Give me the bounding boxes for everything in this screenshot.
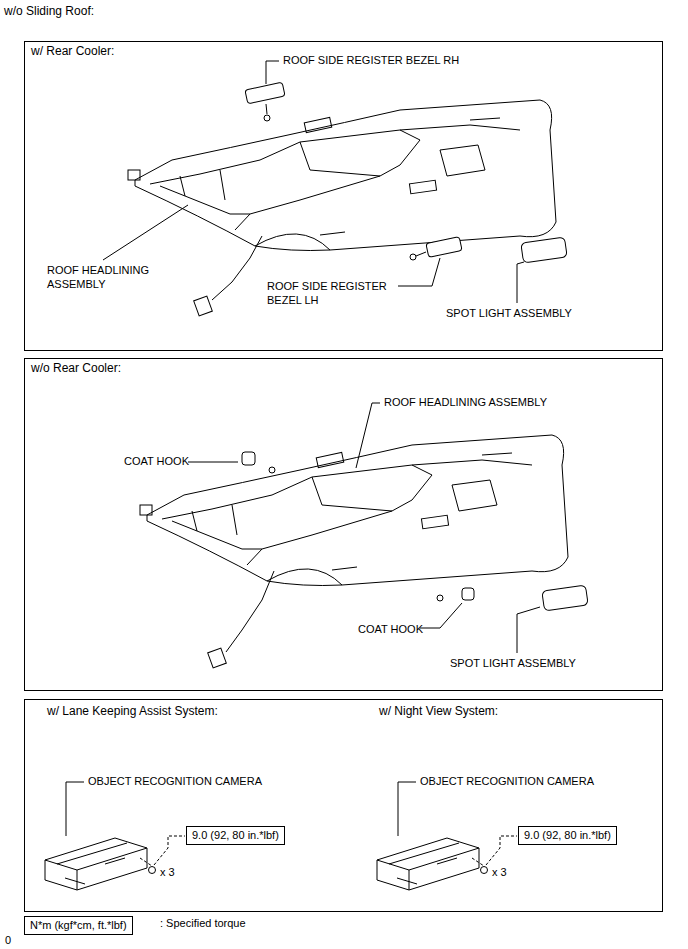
part-name: ROOF HEADLINING ASSEMBLY <box>384 396 547 410</box>
leader-line <box>517 607 540 653</box>
box-text: 9.0 (92, 80 in.*lbf) <box>187 827 284 844</box>
connector <box>208 648 227 668</box>
variant-panel: w/ Lane Keeping Assist System: w/ Night V… <box>24 699 663 912</box>
leader-line <box>66 782 84 836</box>
wire-harness <box>212 236 262 300</box>
camera-detail <box>45 843 147 890</box>
panel-heading: w/ Night View System: <box>379 705 498 719</box>
part-name: OBJECT RECOGNITION CAMERA <box>420 775 594 789</box>
register-bezel <box>426 237 462 258</box>
bolt-line <box>140 858 152 866</box>
leader-line <box>103 205 188 260</box>
camera-figure <box>377 838 479 890</box>
page-title: w/o Sliding Roof: <box>4 4 94 18</box>
wire-harness <box>226 571 274 652</box>
screw <box>269 467 275 473</box>
torque-leader <box>486 836 517 865</box>
screw <box>437 595 443 601</box>
leader-line <box>517 262 524 303</box>
screw-line <box>266 104 267 114</box>
camera-body <box>377 838 479 890</box>
headliner-figure <box>140 435 568 586</box>
legend-text: : Specified torque <box>160 917 246 931</box>
quantity: x 3 <box>160 866 175 880</box>
leader-line <box>398 258 440 286</box>
leader-line <box>420 603 462 628</box>
quantity: x 3 <box>492 866 507 880</box>
part-name: SPOT LIGHT ASSEMBLY <box>446 307 572 321</box>
part-name: ROOF SIDE REGISTER BEZEL LH <box>267 280 395 308</box>
torque-leader <box>154 836 185 865</box>
box-text: 9.0 (92, 80 in.*lbf) <box>519 827 616 844</box>
variant-panel: w/ Rear Cooler: <box>24 41 663 351</box>
coat-hook <box>242 452 255 465</box>
part-name: SPOT LIGHT ASSEMBLY <box>450 657 576 671</box>
part-name: ROOF HEADLINING ASSEMBLY <box>47 264 162 292</box>
screw-line <box>416 252 426 256</box>
torque-box: 9.0 (92, 80 in.*lbf) <box>518 826 617 845</box>
connector <box>194 296 213 316</box>
panel-heading: w/o Rear Cooler: <box>31 362 121 376</box>
part-name: ROOF SIDE REGISTER BEZEL RH <box>283 54 459 68</box>
leader-line <box>356 403 380 468</box>
variant-panel: w/o Rear Cooler: <box>24 358 663 691</box>
spot-light <box>542 585 588 611</box>
legend-box: N*m (kgf*cm, ft.*lbf) <box>24 916 133 935</box>
spot-light <box>521 237 567 263</box>
screw <box>410 254 416 260</box>
screw <box>264 115 270 121</box>
camera-body <box>45 838 147 890</box>
page-number: 0 <box>5 934 11 948</box>
camera-figure <box>45 838 147 890</box>
camera-detail <box>377 843 479 890</box>
box-text: N*m (kgf*cm, ft.*lbf) <box>25 917 132 934</box>
part-name: COAT HOOK <box>358 623 423 637</box>
torque-box: 9.0 (92, 80 in.*lbf) <box>186 826 285 845</box>
panel-heading: w/ Rear Cooler: <box>31 45 114 59</box>
part-name: COAT HOOK <box>124 455 189 469</box>
bolt <box>481 867 488 874</box>
register-bezel <box>245 82 285 104</box>
leader-line <box>398 782 416 836</box>
bolt <box>149 867 156 874</box>
bolt-line <box>472 858 484 866</box>
coat-hook <box>462 588 474 600</box>
leader-line <box>188 462 238 463</box>
headliner-figure <box>128 100 556 251</box>
panel-heading: w/ Lane Keeping Assist System: <box>47 705 218 719</box>
leader-line <box>266 61 279 84</box>
part-name: OBJECT RECOGNITION CAMERA <box>88 775 262 789</box>
